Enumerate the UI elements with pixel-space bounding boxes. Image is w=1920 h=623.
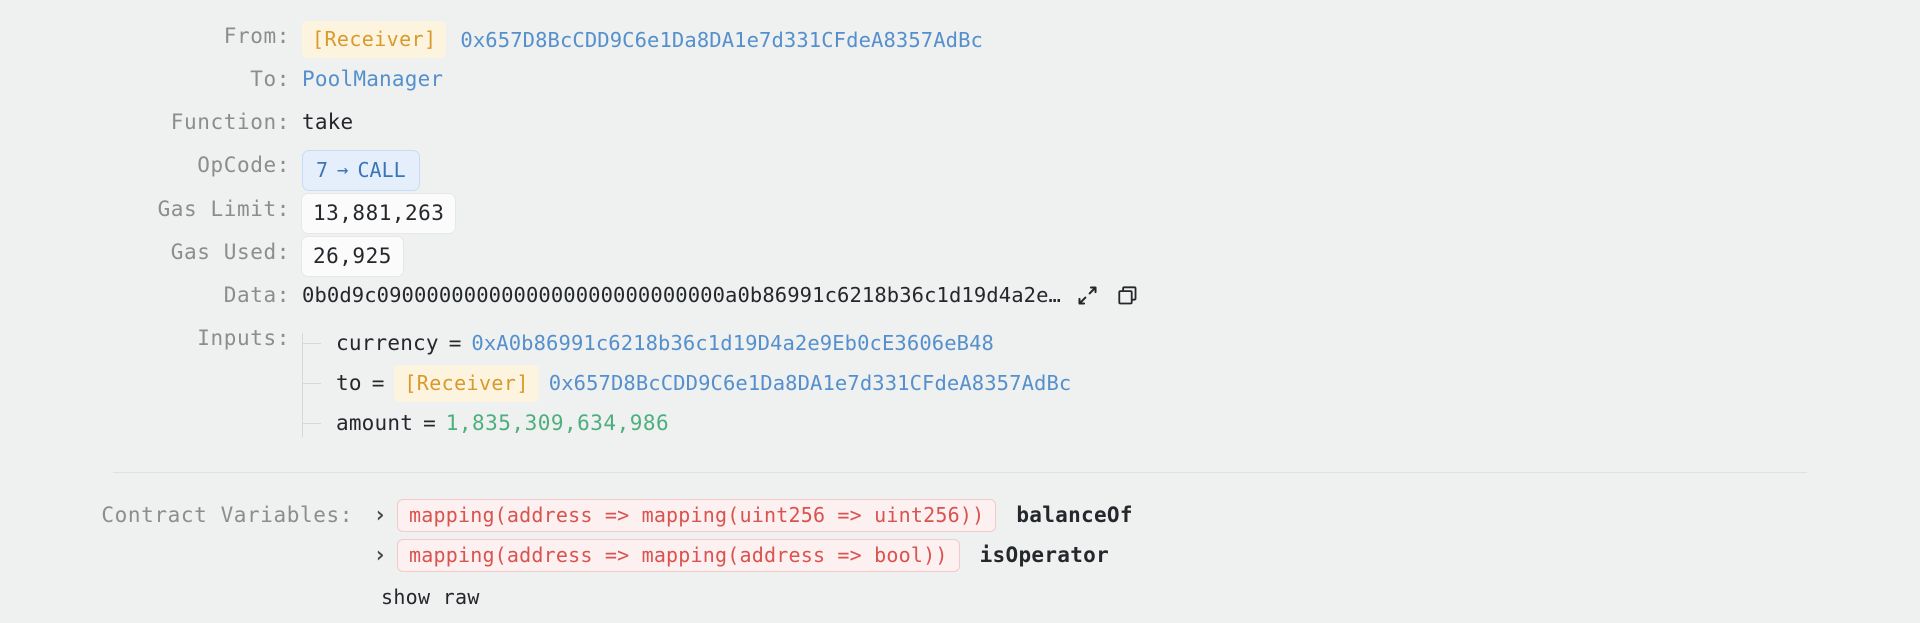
row-to: To: PoolManager <box>0 61 1920 104</box>
copy-icon[interactable] <box>1115 282 1141 308</box>
data-hex-value: 0b0d9c0900000000000000000000000000a0b869… <box>302 283 1061 307</box>
input-eq-to: = <box>371 371 385 395</box>
gas-used-value: 26,925 <box>302 237 403 276</box>
to-label: To: <box>250 67 290 91</box>
function-label: Function: <box>170 110 290 134</box>
function-name: take <box>302 110 354 134</box>
contract-variable-row-isoperator: › mapping(address => mapping(address => … <box>0 535 1920 575</box>
contract-variables-section: Contract Variables: › mapping(address =>… <box>0 495 1920 609</box>
from-receiver-tag: [Receiver] <box>302 21 447 58</box>
inputs-label: Inputs: <box>197 326 290 350</box>
input-row-amount: amount = 1,835,309,634,986 <box>301 403 1071 443</box>
details-rows: From: [Receiver] 0x657D8BcCDD9C6e1Da8DA1… <box>0 18 1920 443</box>
opcode-name: CALL <box>357 158 406 182</box>
input-value-amount: 1,835,309,634,986 <box>445 411 670 435</box>
inputs-tree: currency = 0xA0b86991c6218b36c1d19D4a2e9… <box>301 323 1072 443</box>
input-eq-currency: = <box>448 331 462 355</box>
gas-limit-label: Gas Limit: <box>157 197 290 221</box>
gas-limit-value: 13,881,263 <box>302 194 456 233</box>
to-contract-link[interactable]: PoolManager <box>302 67 444 91</box>
input-eq-amount: = <box>423 411 436 435</box>
chevron-right-icon[interactable]: › <box>373 502 387 528</box>
chevron-right-icon[interactable]: › <box>373 542 387 568</box>
row-data: Data: 0b0d9c0900000000000000000000000000… <box>0 277 1920 320</box>
contract-variable-row-balanceof: Contract Variables: › mapping(address =>… <box>0 495 1920 535</box>
row-from: From: [Receiver] 0x657D8BcCDD9C6e1Da8DA1… <box>0 18 1920 61</box>
arrow-right-icon: → <box>337 159 349 181</box>
contract-variable-name: balanceOf <box>1016 503 1133 527</box>
contract-variable-type: mapping(address => mapping(uint256 => ui… <box>397 498 997 532</box>
contract-variable-type: mapping(address => mapping(address => bo… <box>397 538 960 572</box>
opcode-chip[interactable]: 7 → CALL <box>302 150 420 191</box>
expand-icon[interactable] <box>1075 282 1101 308</box>
opcode-label: OpCode: <box>197 153 290 177</box>
gas-used-value-wrap: 26,925 <box>302 234 1920 276</box>
tree-spine <box>302 333 303 437</box>
input-receiver-tag: [Receiver] <box>394 364 539 402</box>
input-row-to: to = [Receiver] 0x657D8BcCDD9C6e1Da8DA1e… <box>301 363 1072 403</box>
contract-variables-label: Contract Variables: <box>101 503 353 527</box>
show-raw-row: show raw <box>0 575 1920 609</box>
gas-limit-value-wrap: 13,881,263 <box>302 191 1920 233</box>
function-value-wrap: take <box>302 104 1920 137</box>
inputs-value-wrap: currency = 0xA0b86991c6218b36c1d19D4a2e9… <box>301 320 1920 443</box>
row-opcode: OpCode: 7 → CALL <box>0 147 1920 191</box>
input-name-to: to <box>336 371 362 395</box>
row-function: Function: take <box>0 104 1920 147</box>
input-value-currency[interactable]: 0xA0b86991c6218b36c1d19D4a2e9Eb0cE3606eB… <box>471 331 994 355</box>
input-name-amount: amount <box>336 411 414 435</box>
input-value-to[interactable]: 0x657D8BcCDD9C6e1Da8DA1e7d331CFdeA8357Ad… <box>548 371 1072 395</box>
row-inputs: Inputs: currency = 0xA0b86991c6218b36c1d… <box>0 320 1920 443</box>
to-value: PoolManager <box>302 61 1920 94</box>
show-raw-button[interactable]: show raw <box>381 585 480 609</box>
from-value: [Receiver] 0x657D8BcCDD9C6e1Da8DA1e7d331… <box>302 18 1920 58</box>
section-divider <box>113 472 1807 473</box>
input-name-currency: currency <box>336 331 439 355</box>
from-address[interactable]: 0x657D8BcCDD9C6e1Da8DA1e7d331CFdeA8357Ad… <box>460 27 983 52</box>
opcode-index: 7 <box>316 158 329 182</box>
gas-used-label: Gas Used: <box>170 240 290 264</box>
row-gas-limit: Gas Limit: 13,881,263 <box>0 191 1920 234</box>
input-row-currency: currency = 0xA0b86991c6218b36c1d19D4a2e9… <box>301 323 1071 363</box>
data-value-wrap: 0b0d9c0900000000000000000000000000a0b869… <box>302 277 1920 310</box>
row-gas-used: Gas Used: 26,925 <box>0 234 1920 277</box>
from-label: From: <box>223 24 290 48</box>
opcode-value-wrap: 7 → CALL <box>302 147 1920 191</box>
data-label: Data: <box>223 283 290 307</box>
contract-variable-name: isOperator <box>979 543 1110 567</box>
